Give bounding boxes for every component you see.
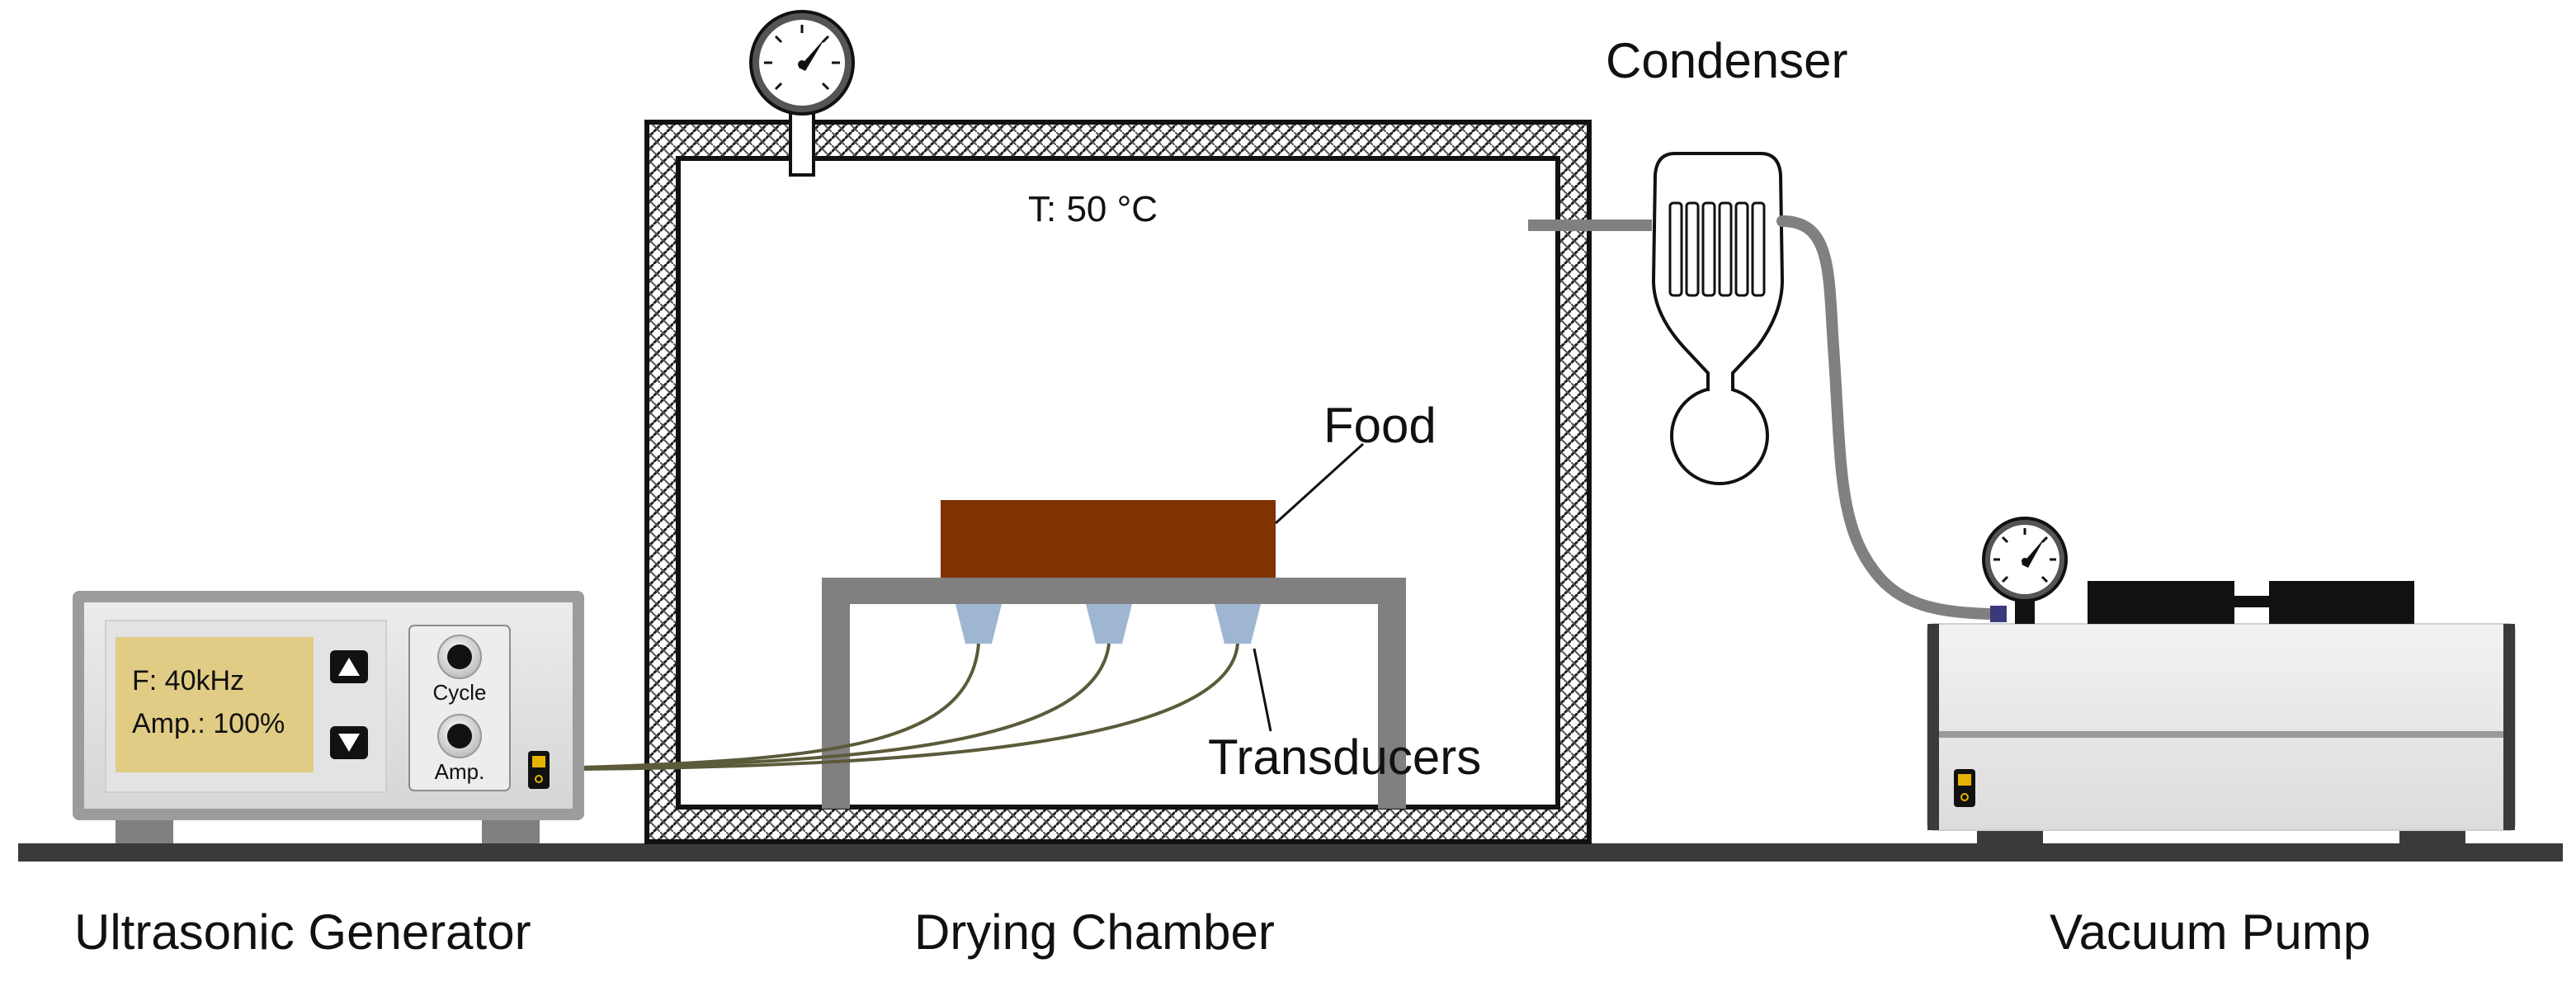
table-top [822, 578, 1406, 604]
transducers [955, 604, 1261, 644]
temperature-label: T: 50 °C [1028, 189, 1158, 229]
ultrasonic-generator: F: 40kHz Amp.: 100% Cycle Amp. [73, 591, 584, 843]
pump-pressure-gauge-icon [1982, 517, 2068, 602]
transducer-1 [955, 604, 1002, 644]
chamber-pressure-gauge-icon [749, 10, 855, 116]
food-sample [941, 500, 1276, 578]
condenser-label: Condenser [1606, 33, 1848, 88]
generator-power-switch-icon[interactable] [528, 751, 550, 789]
triangle-down-icon[interactable] [330, 726, 368, 759]
pump-motor-right [2269, 581, 2414, 624]
pump-stripe [1939, 731, 2503, 738]
sample-table [822, 578, 1406, 809]
pump-side-right [2503, 624, 2515, 830]
condenser-flask [1670, 386, 1769, 485]
chamber-outlet-pipe [1528, 220, 1652, 231]
transducer-cables [582, 643, 1239, 771]
transducers-label: Transducers [1208, 729, 1481, 785]
condenser [1651, 152, 1785, 485]
knob-panel [408, 625, 511, 791]
food-leader-line [1274, 442, 1365, 525]
amp-knob-label: Amp. [435, 759, 485, 784]
floor-bar [18, 843, 2563, 862]
food-label: Food [1323, 398, 1437, 453]
transducers-leader-line [1253, 648, 1272, 732]
drying-chamber-label: Drying Chamber [914, 904, 1275, 960]
transducer-2 [1086, 604, 1132, 644]
pump-power-switch-icon[interactable] [1954, 769, 1975, 807]
generator-foot-right [482, 817, 540, 843]
table-leg-right [1378, 578, 1406, 809]
pump-motor-left [2088, 581, 2234, 624]
amp-knob[interactable] [437, 714, 482, 758]
vacuum-pump-label: Vacuum Pump [2050, 904, 2371, 960]
condenser-flask-neck [1708, 380, 1733, 396]
vacuum-hose [1776, 215, 1994, 620]
pump-side-left [1927, 624, 1939, 830]
transducer-3 [1215, 604, 1261, 644]
triangle-up-icon[interactable] [330, 650, 368, 683]
chamber-gauge-stem [789, 104, 815, 177]
pump-body [1927, 623, 2516, 831]
lcd-amplitude: Amp.: 100% [132, 708, 285, 739]
table-leg-left [822, 578, 850, 809]
vacuum-pump [1927, 581, 2516, 843]
hose-connector [1990, 606, 2007, 622]
generator-foot-left [116, 817, 173, 843]
generator-lcd [116, 637, 314, 772]
lcd-frequency: F: 40kHz [132, 665, 244, 696]
cycle-knob-label: Cycle [432, 680, 486, 705]
ultrasonic-generator-label: Ultrasonic Generator [74, 904, 531, 960]
pump-motor-link [2234, 596, 2269, 607]
cycle-knob[interactable] [437, 635, 482, 679]
chamber-interior [676, 156, 1560, 810]
